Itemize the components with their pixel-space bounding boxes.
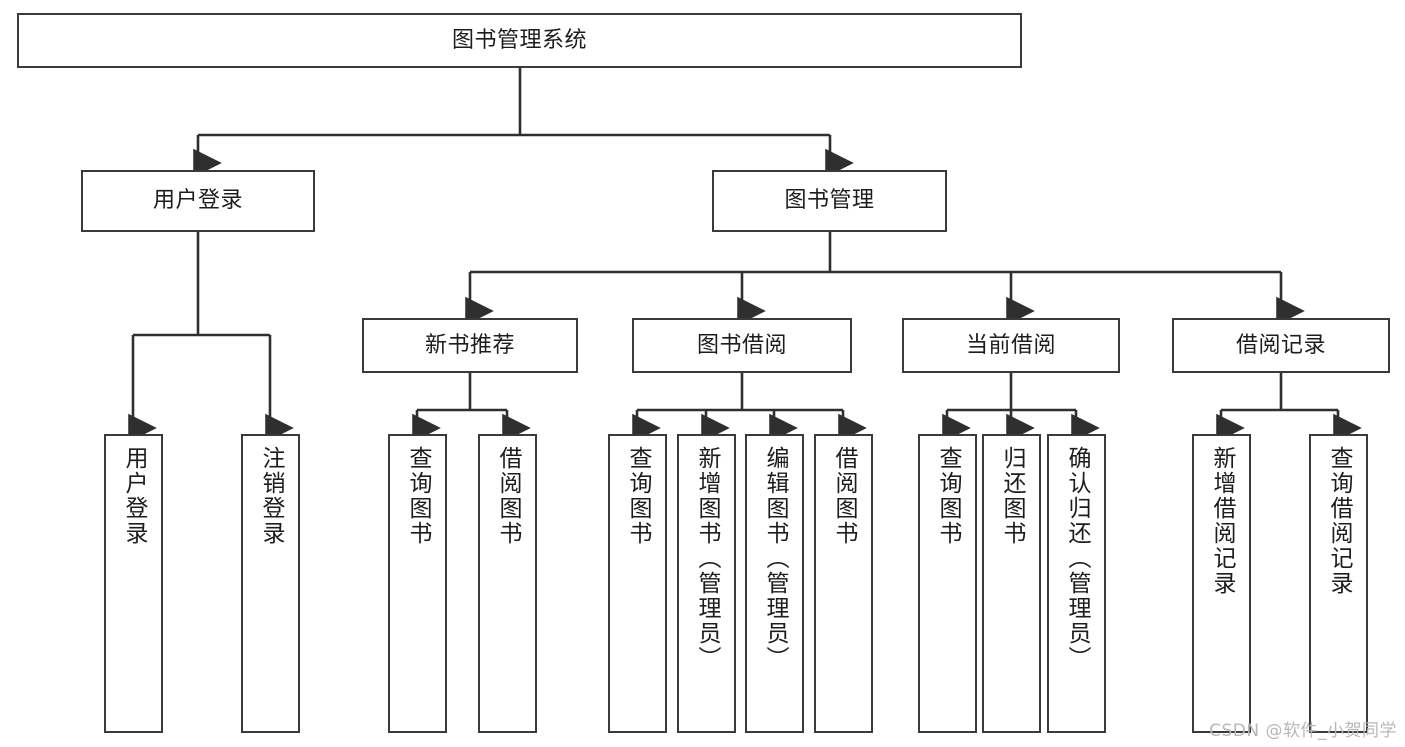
- node-new-book-recommend-label: 新书推荐: [424, 332, 515, 358]
- node-current-borrow[interactable]: 当前借阅: [902, 318, 1120, 373]
- node-leaf-edit-book-admin[interactable]: 编辑图书（管理员）: [745, 434, 804, 733]
- node-leaf-logout[interactable]: 注销登录: [241, 434, 300, 733]
- node-leaf-add-book-admin-label: 新增图书（管理员）: [694, 446, 720, 671]
- node-leaf-recommend-borrow-book-label: 借阅图书: [495, 446, 521, 546]
- node-leaf-recommend-borrow-book[interactable]: 借阅图书: [478, 434, 537, 733]
- node-book-borrow[interactable]: 图书借阅: [632, 318, 852, 373]
- node-leaf-confirm-return-admin-label: 确认归还（管理员）: [1064, 446, 1090, 671]
- node-leaf-edit-book-admin-label: 编辑图书（管理员）: [762, 446, 788, 671]
- node-leaf-user-login-label: 用户登录: [121, 446, 147, 546]
- watermark-text: CSDN @软件_小贺同学: [1209, 721, 1397, 741]
- node-book-manage[interactable]: 图书管理: [712, 170, 947, 232]
- node-book-borrow-label: 图书借阅: [696, 332, 787, 358]
- node-current-borrow-label: 当前借阅: [965, 332, 1056, 358]
- node-leaf-recommend-query-book[interactable]: 查询图书: [388, 434, 447, 733]
- node-leaf-add-borrow-record-label: 新增借阅记录: [1209, 446, 1235, 596]
- node-user-login[interactable]: 用户登录: [81, 170, 315, 232]
- node-leaf-confirm-return-admin[interactable]: 确认归还（管理员）: [1047, 434, 1106, 733]
- node-leaf-borrow-query-book-label: 查询图书: [625, 446, 651, 546]
- node-leaf-current-query-book[interactable]: 查询图书: [918, 434, 977, 733]
- node-leaf-current-query-book-label: 查询图书: [935, 446, 961, 546]
- node-leaf-return-book-label: 归还图书: [999, 446, 1025, 546]
- node-borrow-record-label: 借阅记录: [1235, 332, 1326, 358]
- node-leaf-logout-label: 注销登录: [258, 446, 284, 546]
- node-leaf-recommend-query-book-label: 查询图书: [405, 446, 431, 546]
- node-leaf-borrow-book[interactable]: 借阅图书: [814, 434, 873, 733]
- node-leaf-query-borrow-record-label: 查询借阅记录: [1326, 446, 1352, 596]
- node-leaf-borrow-query-book[interactable]: 查询图书: [608, 434, 667, 733]
- node-borrow-record[interactable]: 借阅记录: [1172, 318, 1390, 373]
- node-book-manage-label: 图书管理: [784, 188, 875, 214]
- node-leaf-user-login[interactable]: 用户登录: [104, 434, 163, 733]
- node-leaf-add-borrow-record[interactable]: 新增借阅记录: [1192, 434, 1251, 733]
- node-leaf-borrow-book-label: 借阅图书: [831, 446, 857, 546]
- node-user-login-label: 用户登录: [152, 188, 243, 214]
- node-leaf-query-borrow-record[interactable]: 查询借阅记录: [1309, 434, 1368, 733]
- node-new-book-recommend[interactable]: 新书推荐: [362, 318, 578, 373]
- node-root-label: 图书管理系统: [451, 27, 587, 53]
- node-leaf-return-book[interactable]: 归还图书: [982, 434, 1041, 733]
- node-leaf-add-book-admin[interactable]: 新增图书（管理员）: [677, 434, 736, 733]
- node-root[interactable]: 图书管理系统: [17, 13, 1022, 68]
